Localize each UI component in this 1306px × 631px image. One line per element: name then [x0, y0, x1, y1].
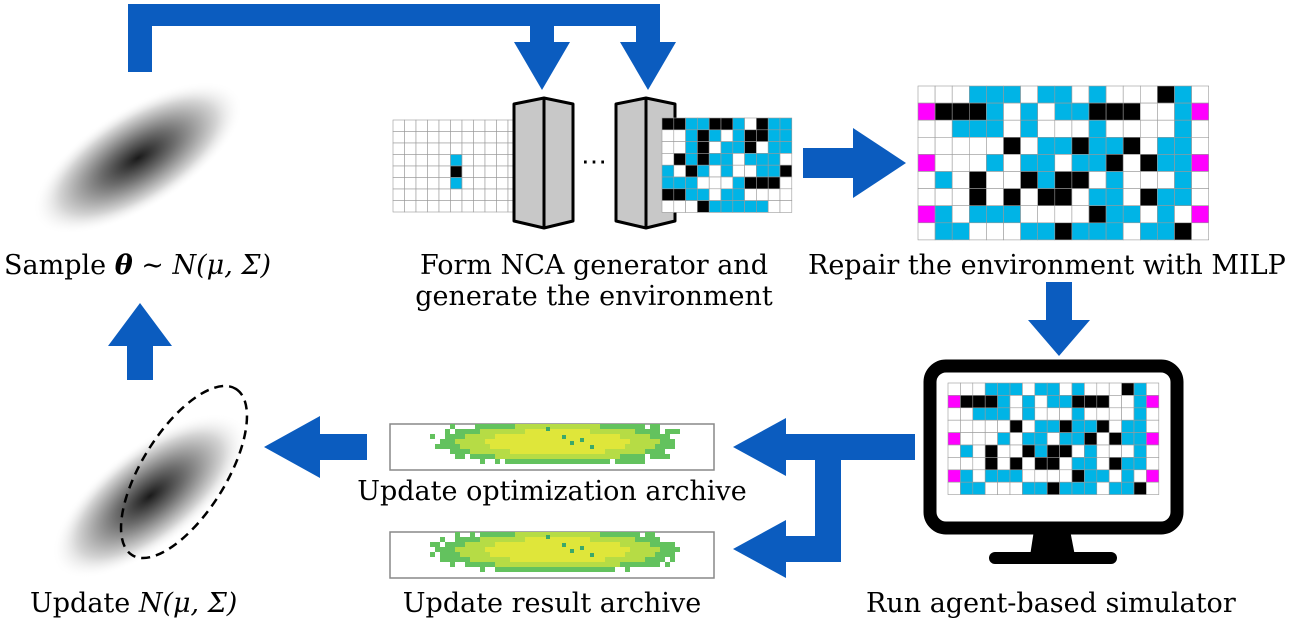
update-distribution-label: Update N(μ, Σ): [30, 588, 237, 619]
ellipsis-layers: ⋯: [581, 147, 607, 177]
normal-symbol: N: [172, 250, 197, 281]
repair-label: Repair the environment with MILP: [808, 250, 1286, 281]
gaussian-update: [52, 413, 248, 579]
simulator-screen-grid: [947, 382, 1160, 495]
normal-args: (μ, Σ): [196, 250, 271, 281]
repaired-environment-grid: [917, 85, 1209, 241]
updated-distribution-outline: [119, 384, 249, 560]
nca-label-line1: Form NCA generator and: [420, 250, 768, 281]
result-archive-heatmap: [430, 532, 680, 572]
optimization-archive-heatmap: [430, 424, 680, 464]
sim-symbol: ∼: [132, 250, 173, 281]
update-normal-symbol: N: [138, 588, 163, 619]
arrow-to-archives: [733, 418, 915, 578]
gaussian-sample: [32, 81, 244, 235]
arrow-to-simulator: [1028, 282, 1090, 356]
update-prefix: Update: [30, 588, 139, 619]
nca-output-grid: [661, 117, 793, 213]
update-normal-args: (μ, Σ): [162, 588, 238, 619]
arrow-to-repair: [803, 128, 906, 198]
nca-label-line2: generate the environment: [415, 281, 773, 313]
sample-label: Sample θ ∼ N(μ, Σ): [4, 250, 271, 281]
arrow-to-sample: [108, 303, 172, 380]
arrow-to-update: [264, 416, 367, 478]
nca-label: Form NCA generator and generate the envi…: [404, 250, 784, 312]
nca-seed-grid: [392, 119, 532, 213]
result-archive-label: Update result archive: [402, 588, 702, 619]
sample-prefix: Sample: [4, 250, 115, 281]
optimization-archive-label: Update optimization archive: [357, 476, 747, 507]
arrow-to-generator: [128, 4, 676, 90]
theta-symbol: θ: [114, 250, 133, 281]
simulator-label: Run agent-based simulator: [866, 588, 1236, 619]
